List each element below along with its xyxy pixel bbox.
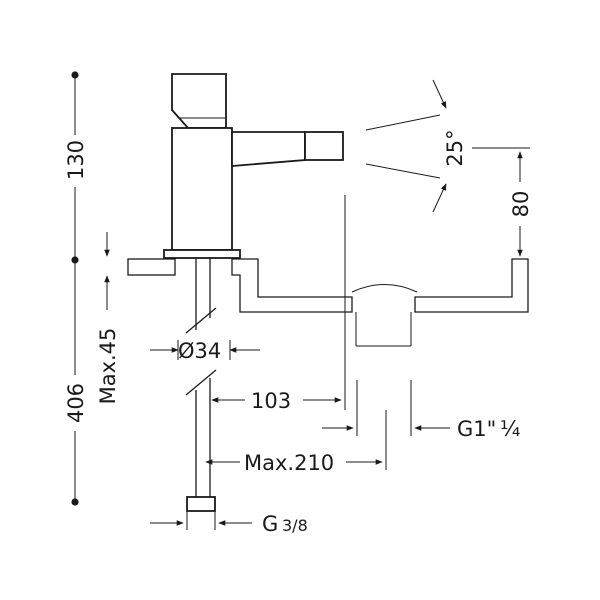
waste-thread-label: G1"	[457, 417, 496, 441]
dimension-103: 103	[211, 195, 346, 413]
dimension-103-label: 103	[251, 389, 291, 413]
dimension-max45: Max.45	[93, 232, 121, 420]
dimension-80-label: 80	[509, 191, 533, 218]
supply-thread-label: G	[262, 512, 278, 536]
diameter-34-label: Ø34	[178, 339, 221, 363]
mixer-body	[163, 73, 344, 512]
dimension-406-label: 406	[64, 383, 88, 423]
angle-25-label: 25°	[443, 129, 467, 166]
spray-angle-25: 25°	[365, 79, 467, 213]
dimension-130-label: 130	[64, 140, 88, 180]
supply-thread-fraction: 3/8	[282, 516, 308, 535]
dimension-waste-thread: G1" ¼	[322, 380, 520, 441]
max210-label: Max.210	[244, 451, 334, 475]
dimension-diameter-34: Ø34	[150, 339, 260, 363]
vertical-dimension-130-406: 130 406	[60, 71, 90, 506]
dimension-80: 80	[472, 147, 533, 257]
dimension-max210: Max.210	[205, 410, 387, 475]
dimension-supply-thread: G 3/8	[150, 512, 308, 536]
waste-thread-fraction: ¼	[500, 417, 520, 441]
max45-label: Max.45	[96, 328, 120, 405]
bidet-deck-section	[127, 258, 529, 347]
